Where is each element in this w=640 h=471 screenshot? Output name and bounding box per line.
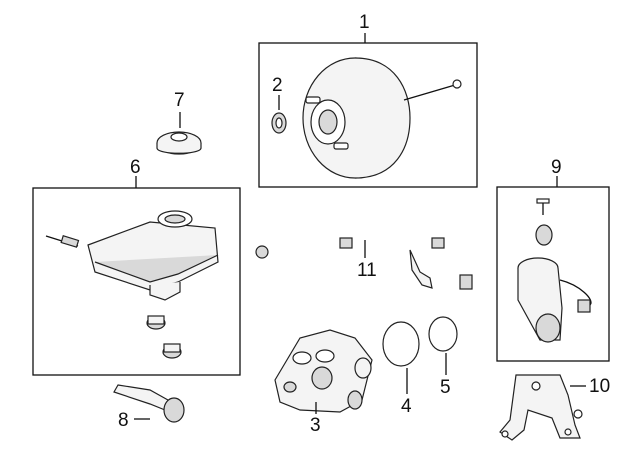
callouts: 1 2 3 4 5 6 7 8 9 10 11	[118, 12, 610, 436]
reservoir-cap[interactable]	[156, 131, 202, 155]
booster-grommet[interactable]	[271, 112, 287, 134]
master-cylinder[interactable]	[274, 329, 373, 413]
pump-bolt[interactable]	[536, 198, 550, 215]
level-sensor[interactable]	[45, 235, 80, 248]
pump-bracket[interactable]	[499, 374, 583, 441]
callout-5: 5	[440, 377, 451, 398]
pump-frame	[496, 186, 610, 362]
seal-5[interactable]	[428, 316, 458, 352]
callout-9: 9	[551, 157, 562, 178]
brake-booster[interactable]	[302, 57, 462, 179]
callout-2: 2	[272, 75, 283, 96]
callout-7: 7	[174, 90, 185, 111]
seal-4[interactable]	[382, 321, 420, 367]
reservoir-grommet-upper[interactable]	[146, 315, 166, 330]
callout-11: 11	[357, 260, 377, 281]
callout-3: 3	[310, 415, 321, 436]
fluid-reservoir[interactable]	[87, 210, 219, 301]
pump-grommet[interactable]	[535, 224, 553, 246]
booster-group	[258, 42, 478, 188]
vacuum-hose[interactable]	[255, 226, 473, 290]
callout-1: 1	[359, 12, 370, 33]
brake-switch[interactable]	[113, 384, 185, 423]
vacuum-pump[interactable]	[517, 257, 592, 343]
callout-6: 6	[130, 157, 141, 178]
pump-group	[496, 186, 610, 362]
callout-4: 4	[401, 396, 412, 417]
reservoir-group	[32, 187, 241, 376]
callout-10: 10	[589, 376, 610, 397]
booster-frame	[258, 42, 478, 188]
callout-8: 8	[118, 410, 129, 431]
leader-lines	[134, 33, 586, 420]
reservoir-grommet-lower[interactable]	[162, 343, 182, 359]
